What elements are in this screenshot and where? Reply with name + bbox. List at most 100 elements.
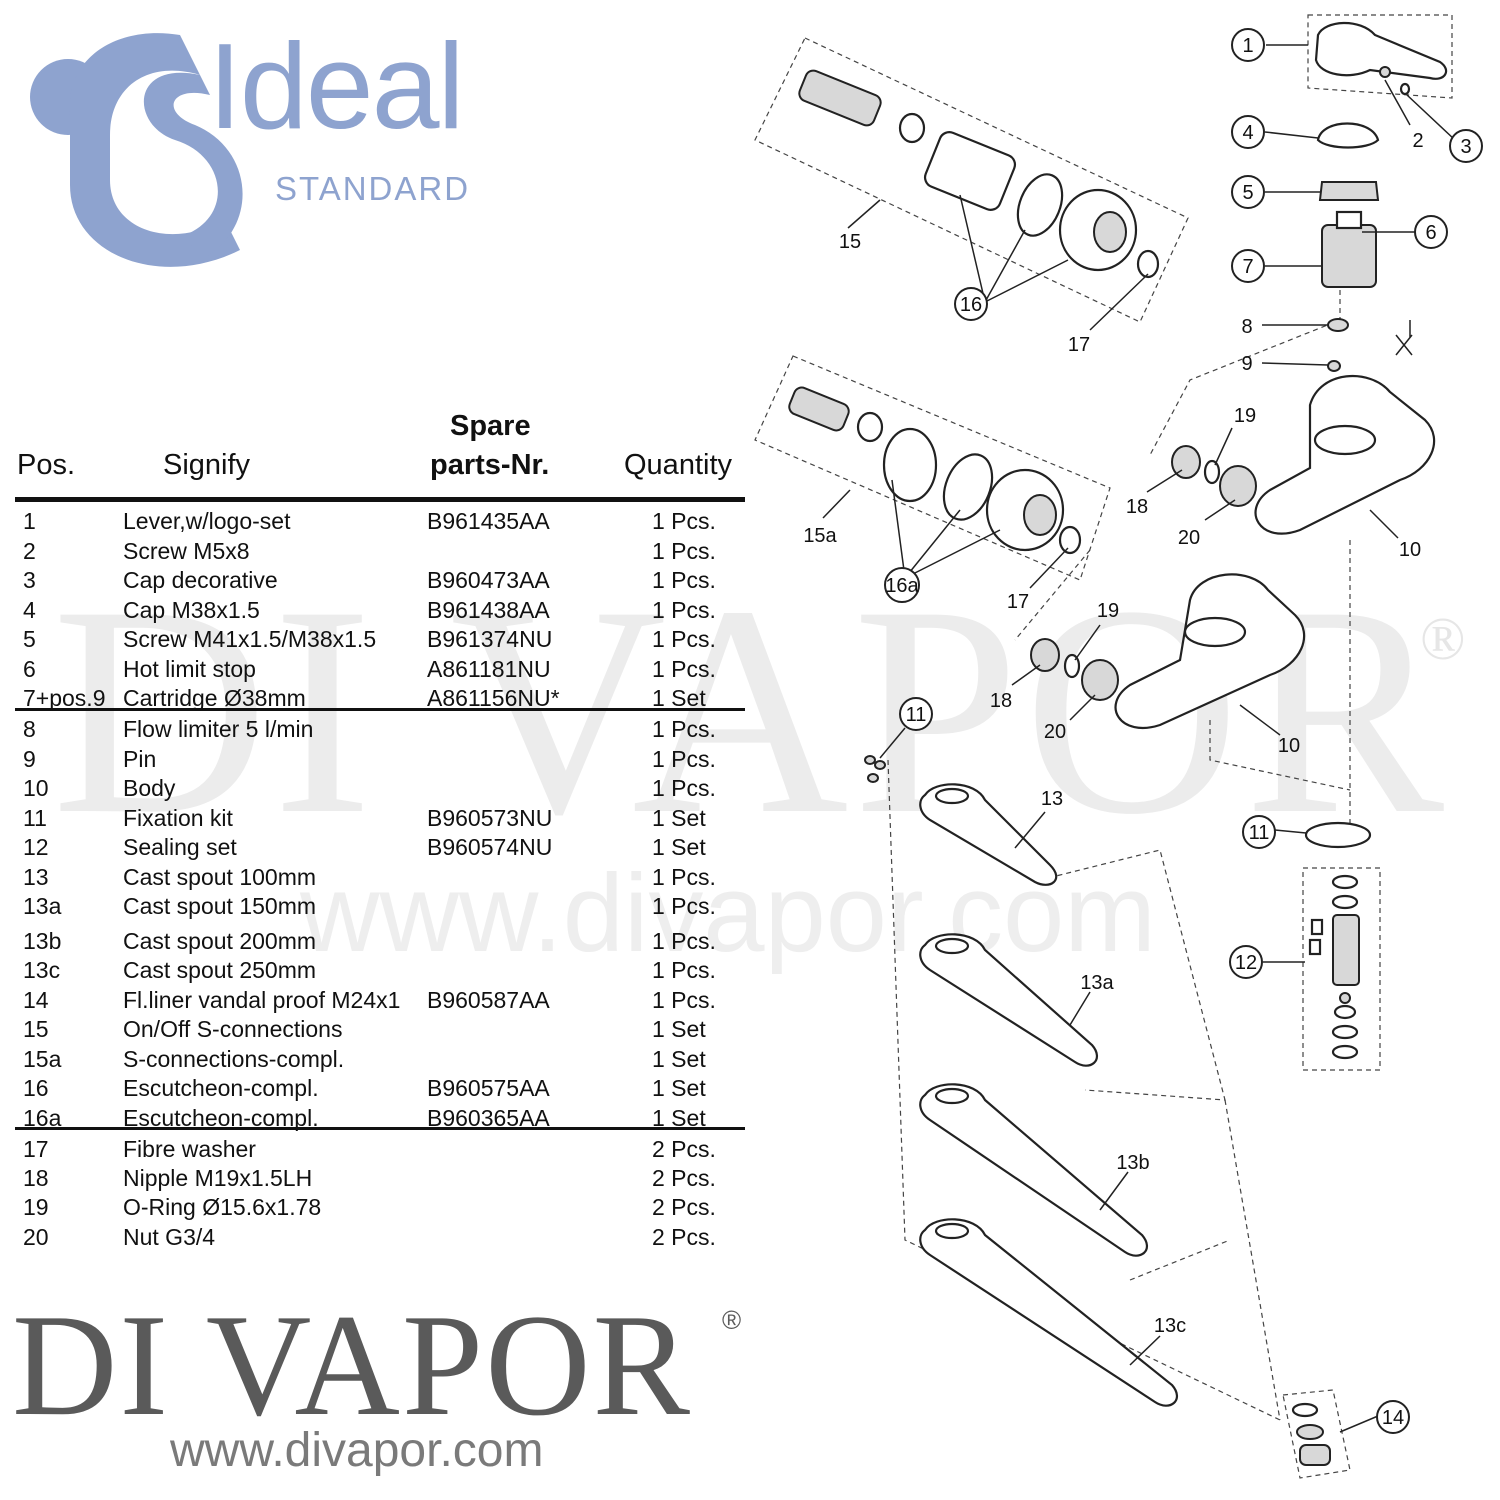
callout-6: 6	[1414, 215, 1448, 249]
row-signify: Flow limiter 5 l/min	[123, 716, 314, 742]
group-box-lever	[1307, 14, 1453, 99]
row-quantity: 1 Pcs.	[652, 716, 716, 742]
callout-label: 13b	[1116, 1152, 1149, 1174]
row-quantity: 1 Pcs.	[652, 567, 716, 593]
callout-18: 18	[1126, 496, 1148, 518]
s-connection-part	[798, 69, 882, 127]
row-quantity: 1 Pcs.	[652, 775, 716, 801]
callout-label: 9	[1241, 353, 1252, 375]
callout-20: 20	[1178, 527, 1200, 549]
spout-13a-part	[919, 933, 1099, 1067]
header-spare-line1: Spare	[450, 410, 531, 442]
logo-wordmark: Ideal	[208, 18, 465, 154]
lever-part	[1314, 21, 1448, 80]
pin-part	[1327, 360, 1341, 372]
row-pos: 15a	[23, 1046, 62, 1072]
row-signify: Nut G3/4	[123, 1224, 216, 1250]
callout-label: 18	[1126, 496, 1148, 518]
row-signify: Screw M5x8	[123, 538, 250, 564]
callout-13a: 13a	[1080, 972, 1114, 994]
row-spare-part: B961435AA	[427, 508, 550, 534]
callout-label: 8	[1241, 316, 1252, 338]
callout-9: 9	[1241, 353, 1252, 375]
row-signify: Escutcheon-compl.	[123, 1075, 319, 1101]
row-quantity: 1 Pcs.	[652, 928, 716, 954]
table-divider-1	[15, 708, 745, 711]
row-spare-part: B960575AA	[427, 1075, 550, 1101]
row-signify: O-Ring Ø15.6x1.78	[123, 1194, 322, 1220]
row-pos: 17	[23, 1136, 49, 1162]
row-pos: 8	[23, 716, 36, 742]
row-quantity: 2 Pcs.	[652, 1224, 716, 1250]
flow-liner-part	[1291, 1402, 1319, 1418]
callout-13c: 13c	[1154, 1315, 1186, 1337]
row-pos: 19	[23, 1194, 49, 1220]
row-pos: 11	[23, 805, 47, 831]
row-quantity: 1 Pcs.	[652, 656, 716, 682]
callout-label: 19	[1097, 600, 1119, 622]
callout-label: 17	[1068, 334, 1090, 356]
row-pos: 13	[23, 864, 49, 890]
callout-14: 14	[1376, 1400, 1410, 1434]
row-pos: 1	[23, 508, 36, 534]
callout-4: 4	[1231, 115, 1265, 149]
row-signify: Body	[123, 775, 176, 801]
row-signify: Sealing set	[123, 834, 237, 860]
row-quantity: 1 Set	[652, 805, 706, 831]
callout-13: 13	[1041, 788, 1063, 810]
row-spare-part: A861181NU	[427, 656, 551, 682]
row-pos: 14	[23, 987, 49, 1013]
row-quantity: 2 Pcs.	[652, 1165, 716, 1191]
callout-10: 10	[1399, 539, 1421, 561]
row-spare-part: B960587AA	[427, 987, 550, 1013]
group-box-15a	[754, 355, 1111, 581]
watermark-url: www.divapor.com	[300, 852, 1156, 975]
ideal-standard-logo-icon	[30, 33, 243, 267]
callout-label: 13c	[1154, 1315, 1186, 1337]
row-quantity: 1 Pcs.	[652, 626, 716, 652]
callout-label: 10	[1399, 539, 1421, 561]
row-quantity: 2 Pcs.	[652, 1194, 716, 1220]
row-pos: 9	[23, 746, 36, 772]
callout-label: 5	[1242, 182, 1253, 204]
callout-label: 20	[1044, 721, 1066, 743]
callout-label: 11	[906, 704, 927, 726]
callout-label: 13	[1041, 788, 1063, 810]
callout-label: 18	[990, 690, 1012, 712]
row-quantity: 1 Pcs.	[652, 987, 716, 1013]
callout-label: 13a	[1080, 972, 1114, 994]
row-signify: On/Off S-connections	[123, 1016, 343, 1042]
row-pos: 3	[23, 567, 36, 593]
callout-label: 20	[1178, 527, 1200, 549]
callout-label: 11	[1249, 822, 1270, 844]
spout-13c-part	[919, 1218, 1179, 1407]
callout-17: 17	[1068, 334, 1090, 356]
nut-part	[1219, 465, 1257, 507]
header-pos: Pos.	[17, 449, 76, 481]
brand-registered-mark: ®	[722, 1305, 742, 1335]
callout-8: 8	[1241, 316, 1252, 338]
callout-label: 10	[1278, 735, 1300, 757]
row-quantity: 1 Set	[652, 685, 706, 711]
row-quantity: 1 Pcs.	[652, 746, 716, 772]
callout-label: 17	[1007, 591, 1029, 613]
row-pos: 18	[23, 1165, 49, 1191]
row-pos: 5	[23, 626, 36, 652]
callout-16: 16	[954, 287, 988, 321]
row-signify: Cast spout 100mm	[123, 864, 317, 890]
callout-label: 19	[1234, 405, 1256, 427]
row-pos: 20	[23, 1224, 49, 1250]
callout-15a: 15a	[803, 525, 837, 547]
